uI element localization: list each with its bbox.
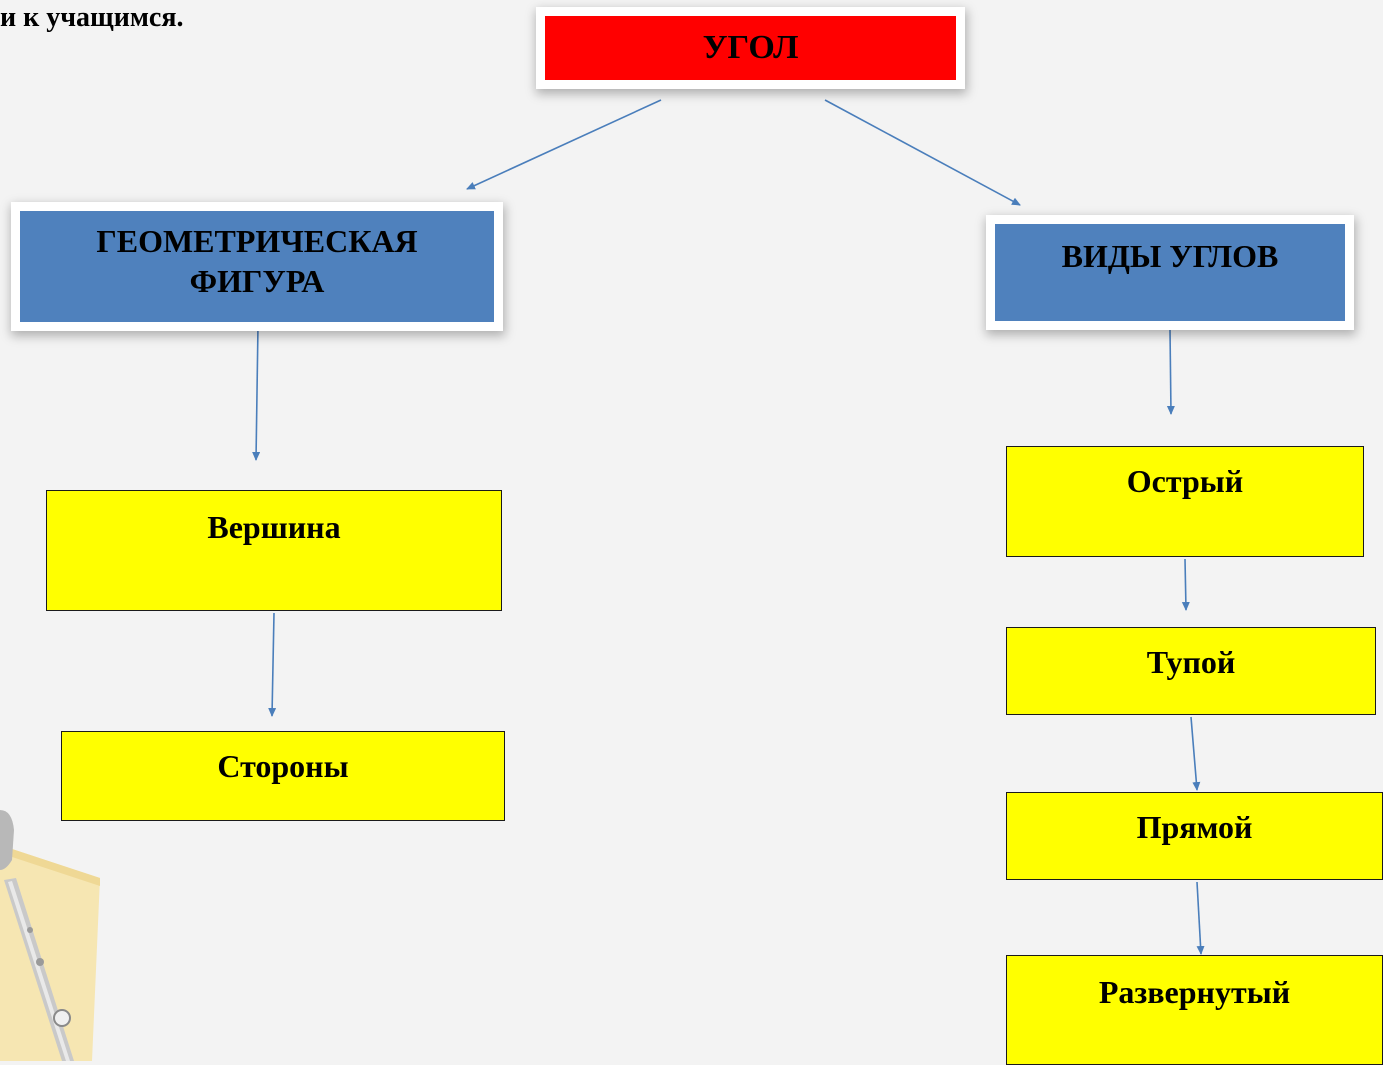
node-geometric-figure-label-line2: ФИГУРА xyxy=(189,263,325,299)
node-angle-types: ВИДЫ УГЛОВ xyxy=(995,224,1345,321)
arrow-obtuse-to-right xyxy=(1190,716,1201,791)
node-straight-label: Развернутый xyxy=(1098,974,1291,1010)
node-sides-label: Стороны xyxy=(217,748,349,784)
node-vertex-label: Вершина xyxy=(207,509,341,545)
node-geometric-figure-label-line1: ГЕОМЕТРИЧЕСКАЯ xyxy=(96,223,418,259)
arrow-geometric-figure-to-vertex xyxy=(252,324,261,461)
arrow-angle-types-to-acute xyxy=(1166,329,1175,415)
arrow-root-to-geometric-figure xyxy=(466,99,662,190)
node-vertex: Вершина xyxy=(46,490,502,611)
node-right: Прямой xyxy=(1006,792,1383,880)
node-acute: Острый xyxy=(1006,446,1364,557)
arrow-root-to-angle-types xyxy=(824,99,1021,206)
node-obtuse-label: Тупой xyxy=(1146,644,1236,680)
node-geometric-figure: ГЕОМЕТРИЧЕСКАЯ ФИГУРА xyxy=(20,211,494,322)
arrow-acute-to-obtuse xyxy=(1181,558,1190,611)
arrow-right-to-straight xyxy=(1196,881,1205,955)
node-acute-label: Острый xyxy=(1126,463,1244,499)
node-right-label: Прямой xyxy=(1136,809,1253,845)
arrow-vertex-to-sides xyxy=(268,612,277,717)
node-angle-types-label: ВИДЫ УГЛОВ xyxy=(1061,238,1279,274)
node-obtuse: Тупой xyxy=(1006,627,1376,715)
node-root-angle: УГОЛ xyxy=(545,16,956,80)
node-straight: Развернутый xyxy=(1006,955,1383,1065)
partial-heading-text: и к учащимся. xyxy=(0,2,184,33)
drawing-compass-illustration xyxy=(0,810,100,1061)
node-sides: Стороны xyxy=(61,731,505,821)
node-root-label: УГОЛ xyxy=(702,29,799,66)
